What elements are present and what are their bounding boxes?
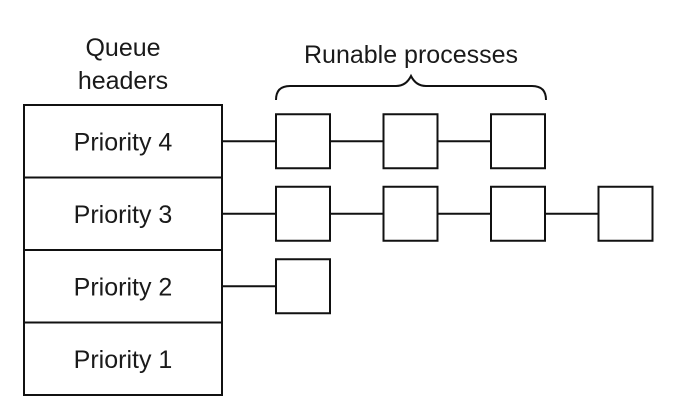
queue-header-label: Priority 3	[74, 201, 173, 229]
queue-header-label: Priority 1	[74, 346, 173, 374]
queue-header-cell	[23, 321, 223, 396]
queues-layer: Priority 4 Priority 3 Priority 2 Priority 1	[23, 104, 654, 396]
process-box	[275, 258, 331, 315]
queue-row: Priority 4	[23, 104, 546, 179]
queue-row: Priority 3	[23, 176, 654, 251]
process-box	[490, 185, 546, 242]
process-box	[597, 185, 654, 242]
processes-brace	[275, 73, 547, 101]
queue-header-label: Priority 4	[74, 128, 173, 156]
process-box	[382, 113, 439, 170]
runable-processes-title: Runable processes	[304, 41, 518, 69]
queue-row: Priority 1	[23, 321, 223, 396]
process-box	[490, 113, 546, 170]
queue-headers-title-line2: headers	[78, 67, 168, 95]
queue-headers-title-line1: Queue	[85, 34, 160, 62]
process-box	[382, 185, 439, 242]
process-box	[275, 185, 331, 242]
process-box	[275, 113, 331, 170]
queue-row: Priority 2	[23, 249, 331, 324]
queue-header-label: Priority 2	[74, 273, 173, 301]
